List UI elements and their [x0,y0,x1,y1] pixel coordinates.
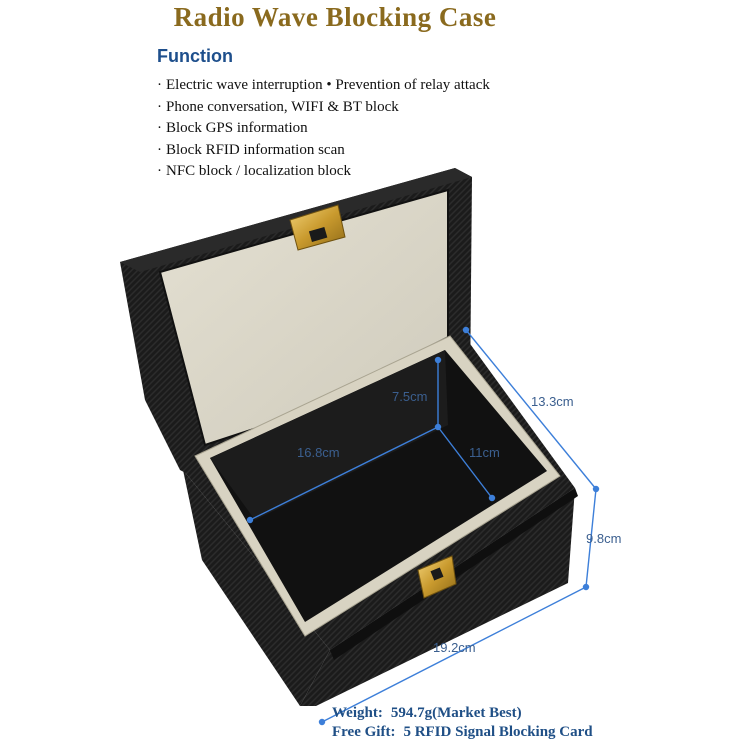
front-clasp-icon [417,555,457,599]
label-inner-depth: 7.5cm [392,389,427,404]
function-item: Electric wave interruption • Prevention … [157,75,490,97]
footer-specs: Weight: 594.7g(Market Best) Free Gift: 5 R… [332,704,593,742]
gift-value: 5 RFID Signal Blocking Card [403,724,593,740]
inner-length-line [249,426,439,521]
gift-row: Free Gift: 5 RFID Signal Blocking Card [332,723,593,742]
inner-width-line [437,426,493,499]
weight-value: 594.7g(Market Best) [390,705,522,721]
case-body-left [183,470,330,706]
label-outer-width: 13.3cm [531,394,574,409]
function-item: Block RFID information scan [157,140,490,162]
lid-clasp-icon [289,204,346,251]
function-item: Block GPS information [157,118,490,140]
page-title: Radio Wave Blocking Case [173,2,497,32]
label-inner-width: 11cm [469,445,500,460]
weight-label: Weight: [332,705,383,721]
label-outer-length: 19.2cm [433,640,476,655]
label-inner-length: 16.8cm [297,445,340,460]
function-item: Phone conversation, WIFI & BT block [157,97,490,119]
outer-height-line [585,488,597,588]
function-list: Electric wave interruption • Prevention … [157,75,490,183]
gift-label: Free Gift: [332,724,396,740]
outer-length-line [321,586,587,723]
weight-row: Weight: 594.7g(Market Best) [332,704,593,723]
function-item: NFC block / localization block [157,161,490,183]
outer-width-line [465,329,597,490]
case-interior [210,350,547,622]
function-heading: Function [157,46,233,66]
label-outer-height: 9.8cm [586,531,621,546]
